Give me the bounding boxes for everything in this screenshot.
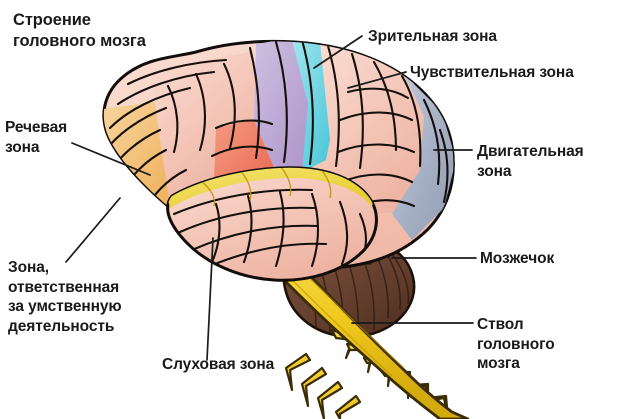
label-visual-zone: Зрительная зона	[368, 28, 497, 45]
label-brain-stem: Ствол головного мозга	[477, 316, 555, 373]
label-auditory-zone: Слуховая зона	[162, 356, 275, 373]
label-sensory-zone: Чувствительная зона	[410, 64, 574, 81]
leader-mental-zone	[65, 197, 121, 263]
page-title: Строение головного мозга	[13, 11, 146, 50]
label-motor-zone: Двигательная зона	[477, 143, 584, 180]
leader-visual-zone	[313, 35, 363, 69]
leader-auditory-zone	[206, 237, 214, 361]
leader-lines	[65, 35, 477, 361]
region-occipital	[392, 74, 454, 240]
label-mental-zone: Зона, ответственная за умственную деятел…	[8, 259, 122, 335]
label-cerebellum: Мозжечок	[480, 250, 555, 267]
label-speech-zone: Речевая зона	[5, 119, 68, 156]
leader-sensory-zone	[347, 71, 407, 89]
region-parietal	[320, 42, 432, 216]
leader-speech-zone	[71, 142, 151, 176]
